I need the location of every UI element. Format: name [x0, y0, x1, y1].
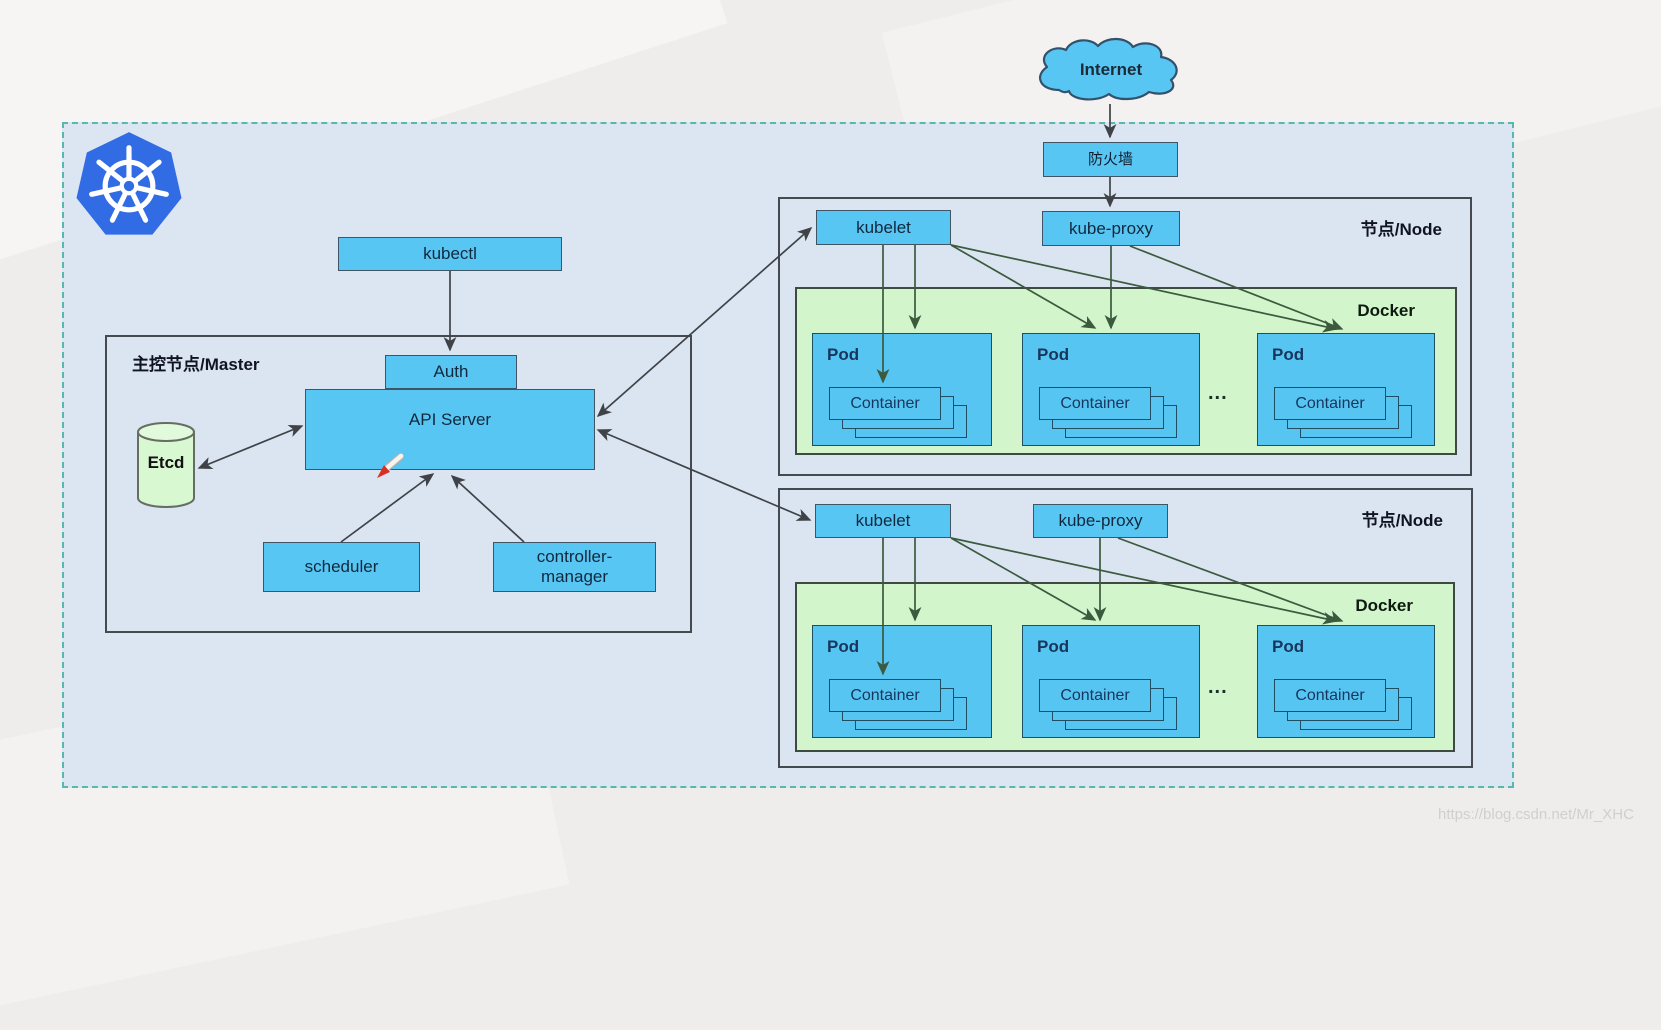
container-stack: Container: [1039, 387, 1179, 439]
node-2-pod-3: Pod Container: [1257, 625, 1435, 738]
container-label: Container: [850, 686, 920, 704]
node-2-pod-2: Pod Container: [1022, 625, 1200, 738]
docker-title: Docker: [1357, 301, 1415, 320]
watermark-url: https://blog.csdn.net/Mr_XHC: [1438, 806, 1634, 823]
kube-proxy-label: kube-proxy: [1068, 218, 1154, 238]
etcd-database: Etcd: [135, 421, 197, 511]
etcd-label: Etcd: [147, 453, 185, 472]
node-2-pod-1: Pod Container: [812, 625, 992, 738]
node-2-title: 节点/Node: [1361, 511, 1443, 530]
container-stack: Container: [1274, 679, 1414, 731]
internet-cloud: Internet: [1028, 36, 1194, 106]
node-1-pod-1: Pod Container: [812, 333, 992, 446]
kubernetes-architecture-diagram: Internet 防火墙 主控节点/Master kubectl: [62, 36, 1634, 823]
master-title: 主控节点/Master: [132, 355, 260, 374]
pod-label: Pod: [827, 345, 860, 364]
kubectl-label: kubectl: [423, 244, 477, 264]
api-server-label: API Server: [408, 409, 492, 429]
cloud-icon: [1038, 37, 1178, 101]
container-box: Container: [1274, 387, 1386, 420]
pods-ellipsis: ...: [1208, 382, 1228, 404]
node-1-pod-3: Pod Container: [1257, 333, 1435, 446]
kubernetes-logo: [71, 130, 187, 242]
container-box: Container: [829, 387, 941, 420]
container-box: Container: [1039, 387, 1151, 420]
container-box: Container: [1039, 679, 1151, 712]
node-2-kube-proxy-box: kube-proxy: [1033, 504, 1168, 538]
container-stack: Container: [1274, 387, 1414, 439]
container-stack: Container: [1039, 679, 1179, 731]
auth-box: Auth: [385, 355, 517, 389]
api-server-box: API Server: [305, 389, 595, 470]
controller-manager-box: controller- manager: [493, 542, 656, 592]
scheduler-box: scheduler: [263, 542, 420, 592]
internet-label: Internet: [1079, 60, 1143, 79]
container-label: Container: [1295, 394, 1365, 412]
kube-proxy-label: kube-proxy: [1058, 511, 1143, 531]
pod-label: Pod: [1037, 345, 1070, 364]
pod-label: Pod: [827, 637, 860, 656]
container-label: Container: [1060, 394, 1130, 412]
node-1-kubelet-box: kubelet: [816, 210, 951, 245]
kubernetes-wheel-icon: [76, 132, 182, 235]
auth-label: Auth: [433, 362, 469, 382]
pod-label: Pod: [1037, 637, 1070, 656]
pod-label: Pod: [1272, 345, 1305, 364]
pointer-cursor-icon: [374, 452, 405, 481]
firewall-box: 防火墙: [1043, 142, 1178, 177]
kubectl-box: kubectl: [338, 237, 562, 271]
pods-ellipsis: ...: [1208, 676, 1228, 698]
container-box: Container: [829, 679, 941, 712]
firewall-label: 防火墙: [1087, 150, 1133, 168]
pod-label: Pod: [1272, 637, 1305, 656]
database-cylinder-icon: [137, 422, 195, 508]
node-1-pod-2: Pod Container: [1022, 333, 1200, 446]
container-box: Container: [1274, 679, 1386, 712]
kubelet-label: kubelet: [855, 511, 911, 531]
container-label: Container: [1295, 686, 1365, 704]
node-1-title: 节点/Node: [1360, 220, 1442, 239]
container-label: Container: [1060, 686, 1130, 704]
node-1-kube-proxy-box: kube-proxy: [1042, 211, 1180, 246]
controller-manager-label: controller- manager: [536, 547, 613, 586]
container-stack: Container: [829, 679, 969, 731]
container-label: Container: [850, 394, 920, 412]
node-2-kubelet-box: kubelet: [815, 504, 951, 538]
container-stack: Container: [829, 387, 969, 439]
kubelet-label: kubelet: [856, 217, 911, 237]
scheduler-label: scheduler: [304, 557, 379, 577]
docker-title: Docker: [1355, 596, 1413, 615]
